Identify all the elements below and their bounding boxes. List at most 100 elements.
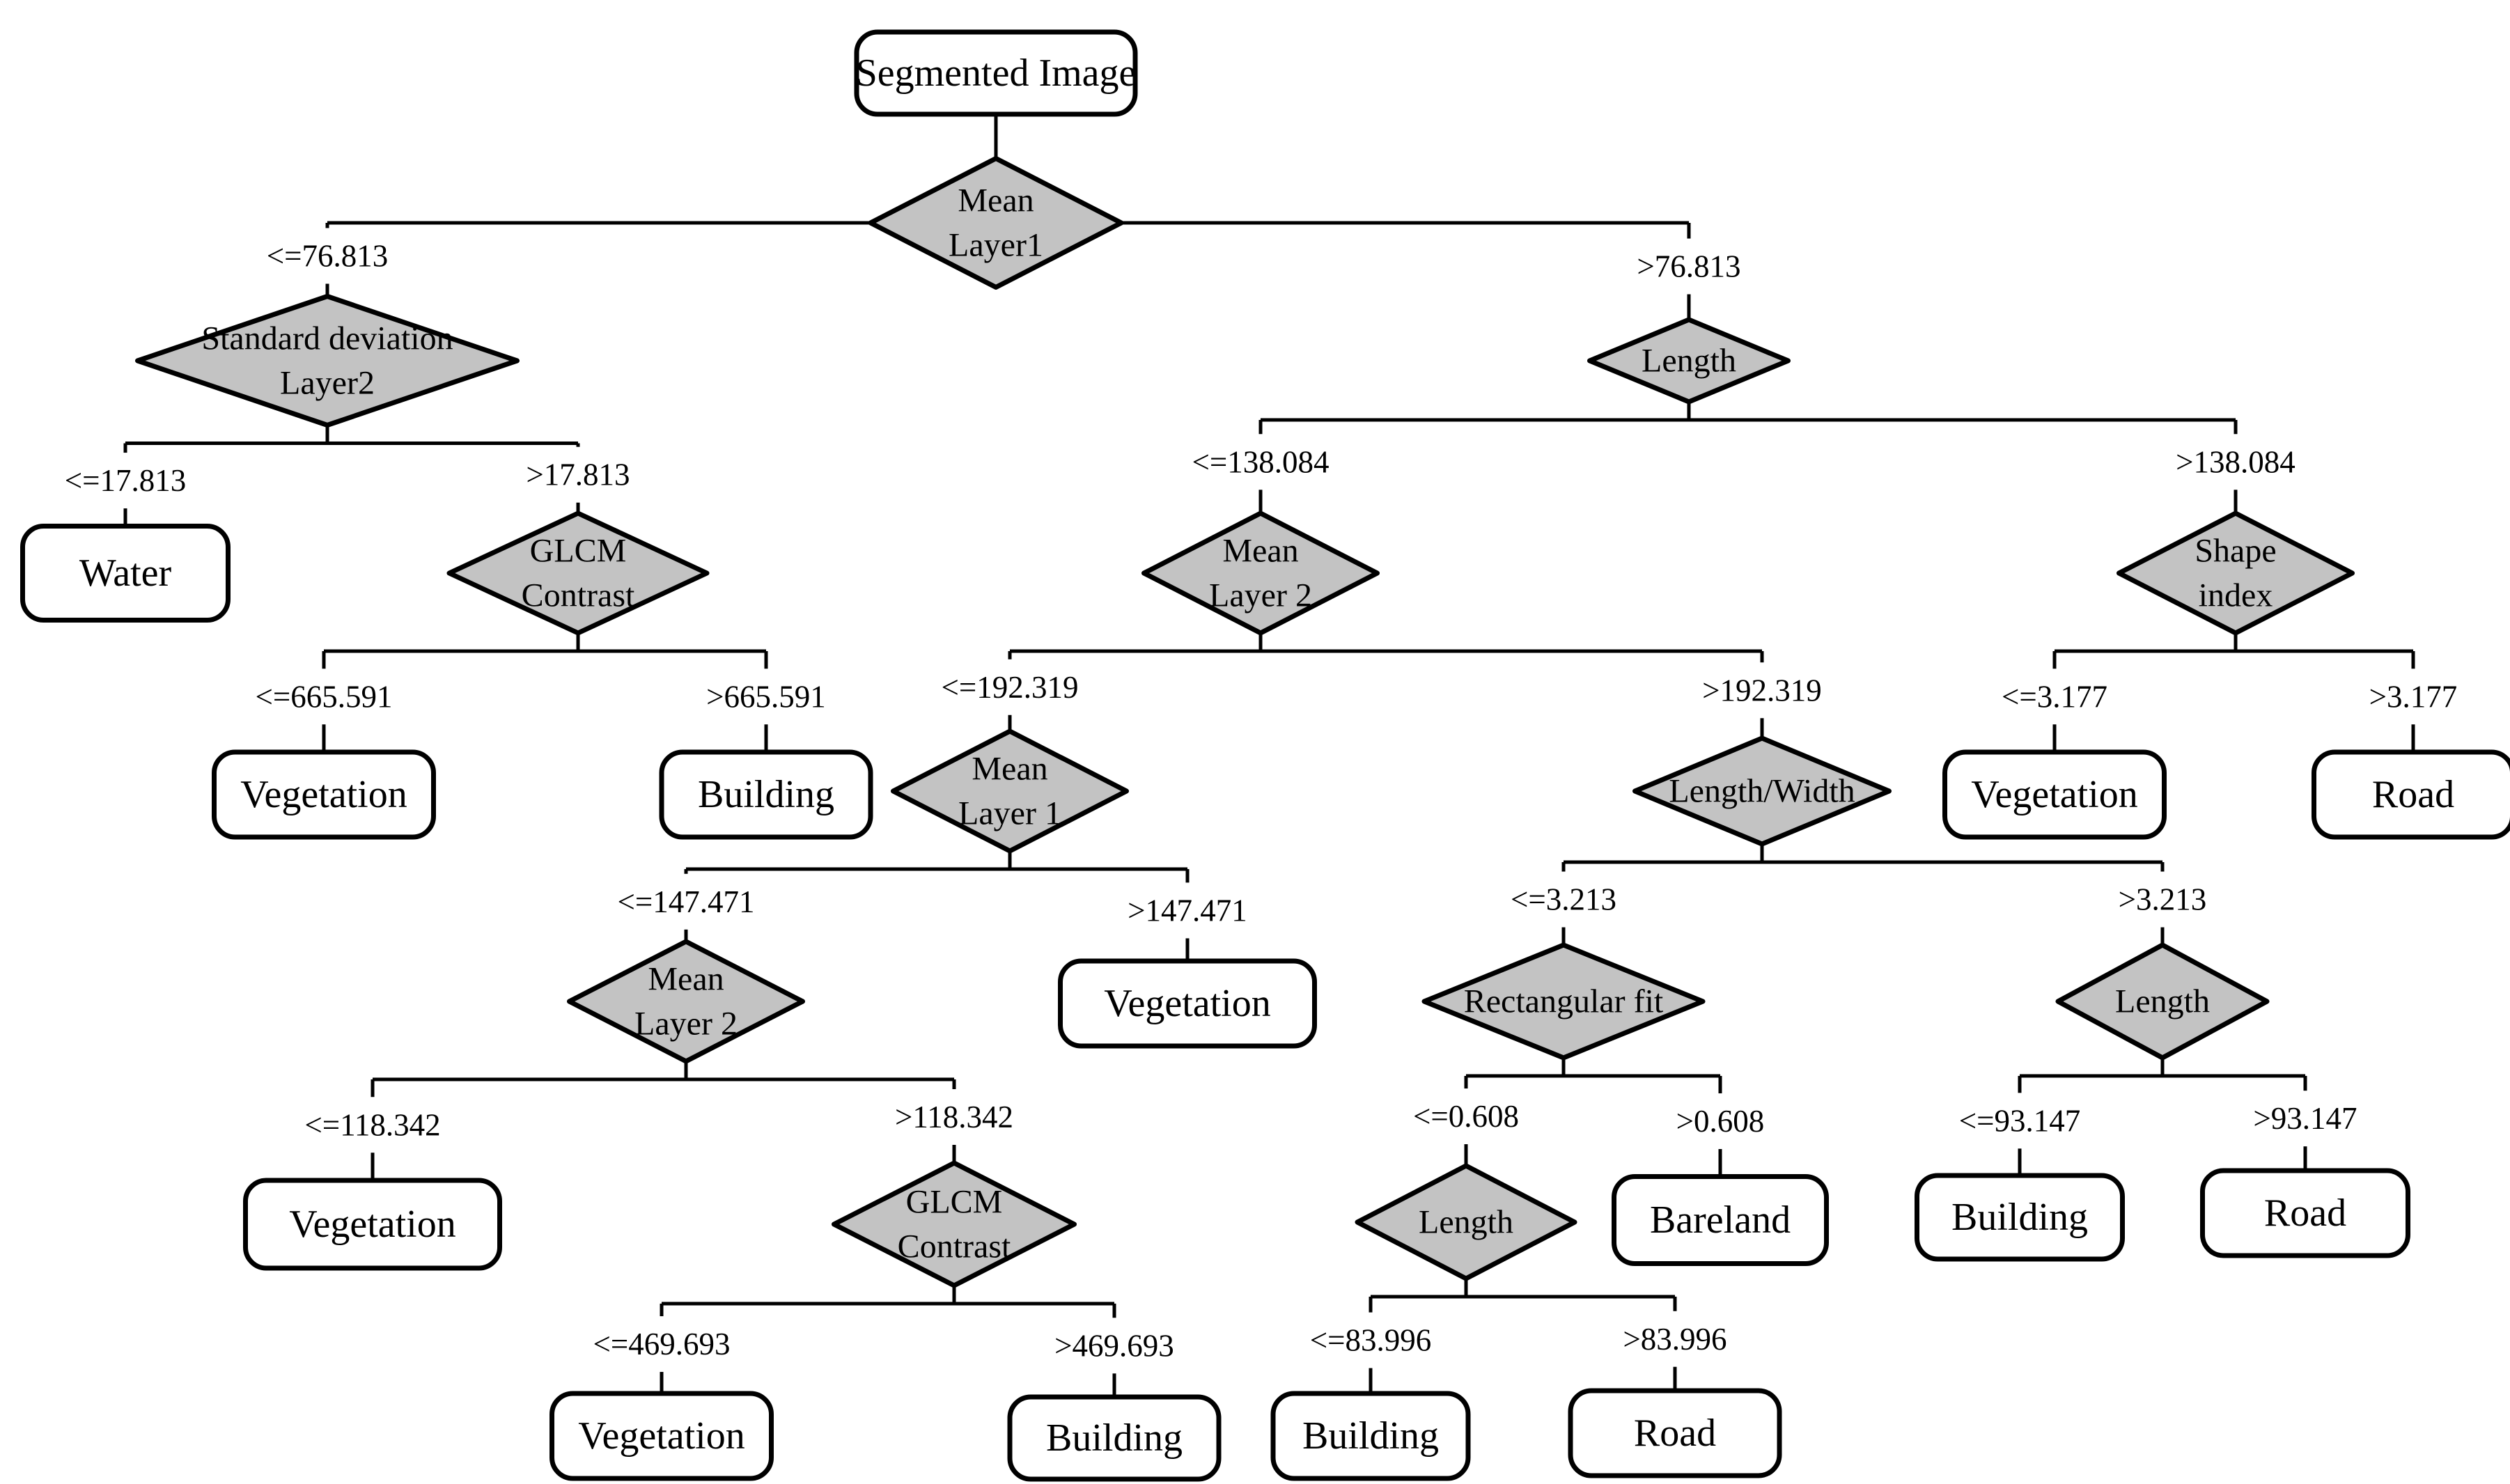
node-label-mean-layer2-low-line2: Layer 2 [634,1006,738,1042]
node-label-mean-layer2-low-line1: Mean [648,961,724,998]
leaf-node-water: Water [20,524,231,623]
leaf-node-building-length-low: Building [1270,1391,1471,1481]
node-label-glcm-contrast-low-line1: GLCM [906,1184,1003,1221]
edge-label-length-top--mean-layer2-mid: <=138.084 [1192,444,1329,479]
leaf-node-bareland: Bareland [1612,1174,1829,1266]
node-label-std-deviation-layer2-line1: Standard deviation [201,320,453,357]
edge-label-std-deviation-layer2--water: <=17.813 [65,463,187,498]
decision-node-length-right: Length [2055,942,2270,1061]
box-shape-vegetation-mean1 [1058,958,1317,1049]
node-label-mean-layer1-mid-line1: Mean [972,751,1047,788]
edge-label-mean-layer1--std-deviation-layer2: <=76.813 [267,238,389,273]
edge-label-length-top--shape-index: >138.084 [2176,444,2295,479]
leaf-node-road-length-right: Road [2200,1168,2410,1258]
node-label-length-mid-low: Length [1419,1204,1513,1241]
node-label-std-deviation-layer2-line2: Layer2 [280,365,375,402]
node-label-building-length-right: Building [1951,1196,2088,1239]
edge-label-length-right--building-length-right: <=93.147 [1959,1103,2081,1138]
box-shape-vegetation-glcm-left [212,749,436,840]
node-label-mean-layer2-mid-line2: Layer 2 [1209,577,1312,614]
node-label-vegetation-glcm-left: Vegetation [240,773,407,816]
leaf-node-vegetation-shape: Vegetation [1942,749,2167,840]
box-shape-building-glcm-low [1007,1394,1222,1482]
edge-label-mean-layer2-low--glcm-contrast-low: >118.342 [895,1100,1013,1134]
diamond-shape-mean-layer2-low [567,939,805,1064]
node-label-vegetation-shape: Vegetation [1971,773,2137,816]
leaf-node-building-glcm-low: Building [1007,1394,1222,1482]
edge-label-length-width--rectangular-fit: <=3.213 [1511,882,1616,917]
node-label-building-glcm-left: Building [698,773,834,816]
leaf-node-vegetation-glcm-low: Vegetation [549,1391,774,1481]
node-label-length-top: Length [1642,343,1736,380]
edge-label-shape-index--road-shape: >3.177 [2369,679,2458,714]
edge-label-glcm-contrast-left--vegetation-glcm-left: <=665.591 [255,679,392,714]
node-label-road-length-low: Road [1634,1412,1716,1455]
node-label-shape-index-line1: Shape [2195,533,2276,570]
box-shape-road-length-right [2200,1168,2410,1258]
decision-node-glcm-contrast-low: GLCM Contrast [832,1160,1077,1288]
node-label-glcm-contrast-low-line2: Contrast [898,1228,1011,1265]
box-shape-building-glcm-left [659,749,873,840]
edge-label-length-right--road-length-right: >93.147 [2253,1101,2357,1136]
edge-label-mean-layer2-mid--mean-layer1-mid: <=192.319 [941,670,1078,705]
node-label-mean-layer2-mid-line1: Mean [1222,533,1298,570]
decision-node-rectangular-fit: Rectangular fit [1421,942,1706,1061]
node-label-mean-layer1-line2: Layer1 [949,227,1043,264]
box-shape-segmented-image [854,29,1138,117]
box-shape-bareland [1612,1174,1829,1266]
edge-label-mean-layer2-mid--length-width: >192.319 [1702,673,1822,708]
edge-label-length-width--length-right: >3.213 [2119,882,2207,917]
box-shape-water [20,524,231,623]
node-label-glcm-contrast-left-line2: Contrast [522,577,635,614]
edge-label-std-deviation-layer2--glcm-contrast-left: >17.813 [526,458,630,492]
edge-label-length-mid-low--building-length-low: <=83.996 [1310,1323,1432,1358]
leaf-node-road-length-low: Road [1568,1388,1782,1478]
edge-label-rectangular-fit--bareland: >0.608 [1676,1104,1765,1139]
box-shape-road-length-low [1568,1388,1782,1478]
leaf-node-road-shape: Road [2312,749,2510,840]
node-label-water: Water [79,552,172,595]
node-label-mean-layer1-line1: Mean [958,182,1034,219]
node-label-length-width: Length/Width [1669,773,1855,810]
node-label-building-length-low: Building [1302,1414,1439,1458]
diamond-shape-length-top [1587,317,1791,405]
diamond-shape-mean-layer1 [868,156,1124,290]
node-label-length-right: Length [2115,983,2210,1020]
diamond-shape-length-mid-low [1355,1163,1577,1281]
edge-label-glcm-contrast-low--vegetation-glcm-low: <=469.693 [593,1327,730,1361]
leaf-node-building-glcm-left: Building [659,749,873,840]
node-label-vegetation-mean1: Vegetation [1104,982,1270,1025]
decision-node-length-mid-low: Length [1355,1163,1577,1281]
edge-label-rectangular-fit--length-mid-low: <=0.608 [1413,1099,1519,1134]
node-label-vegetation-mean2-low: Vegetation [289,1203,455,1246]
diamond-shape-length-width [1632,735,1892,847]
diamond-shape-shape-index [2117,510,2355,636]
edge-label-mean-layer1-mid--mean-layer2-low: <=147.471 [617,884,754,919]
edge-label-length-mid-low--road-length-low: >83.996 [1623,1322,1726,1357]
box-shape-building-length-right [1915,1173,2125,1262]
node-label-road-length-right: Road [2264,1192,2346,1235]
box-shape-road-shape [2312,749,2510,840]
node-label-road-shape: Road [2372,773,2454,816]
diamond-shape-rectangular-fit [1421,942,1706,1061]
box-shape-building-length-low [1270,1391,1471,1481]
diamond-shape-mean-layer2-mid [1141,510,1380,636]
diamond-shape-mean-layer1-mid [891,728,1129,854]
box-shape-vegetation-glcm-low [549,1391,774,1481]
node-label-rectangular-fit: Rectangular fit [1464,983,1664,1020]
node-label-building-glcm-low: Building [1046,1416,1183,1460]
decision-node-length-width: Length/Width [1632,735,1892,847]
node-label-vegetation-glcm-low: Vegetation [578,1414,745,1458]
leaf-node-vegetation-mean1: Vegetation [1058,958,1317,1049]
node-label-segmented-image: Segmented Image [856,52,1137,95]
box-shape-vegetation-shape [1942,749,2167,840]
edge-label-mean-layer2-low--vegetation-mean2-low: <=118.342 [304,1107,440,1142]
leaf-node-segmented-image: Segmented Image [854,29,1138,117]
leaf-node-building-length-right: Building [1915,1173,2125,1262]
node-label-mean-layer1-mid-line2: Layer 1 [958,795,1061,832]
